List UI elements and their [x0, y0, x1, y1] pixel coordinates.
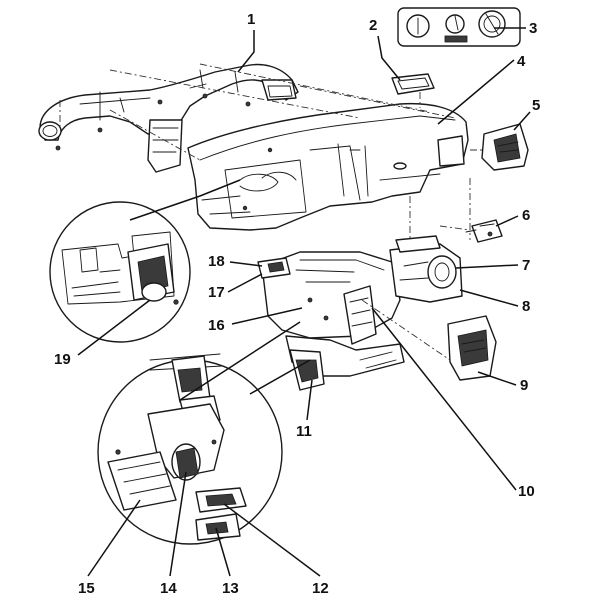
lower-vent-part — [447, 315, 497, 381]
callout-3: 3 — [529, 20, 537, 37]
bezel-part — [391, 73, 435, 95]
dashboard-panel-part — [187, 102, 469, 231]
callout-11: 11 — [296, 423, 312, 440]
callout-8: 8 — [522, 298, 530, 315]
callout-labels: 1 2 3 4 5 6 7 8 9 10 11 12 13 14 15 16 1… — [54, 11, 540, 597]
callout-19: 19 — [54, 351, 71, 368]
detail-circle-bottom — [97, 353, 283, 545]
air-duct-part — [38, 63, 299, 173]
callout-10: 10 — [518, 483, 535, 500]
callout-13: 13 — [222, 580, 239, 597]
callout-12: 12 — [312, 580, 329, 597]
leader-lines — [77, 27, 531, 577]
side-vent-part — [481, 123, 529, 171]
assembly-lines — [59, 63, 485, 361]
callout-7: 7 — [522, 257, 530, 274]
callout-2: 2 — [369, 17, 377, 34]
heater-housing-part — [257, 235, 463, 391]
callout-15: 15 — [78, 580, 95, 597]
actuator-part — [465, 219, 503, 243]
control-panel-part — [397, 7, 521, 47]
callout-9: 9 — [520, 377, 528, 394]
callout-17: 17 — [208, 284, 225, 301]
callout-4: 4 — [517, 53, 526, 70]
callout-14: 14 — [160, 580, 177, 597]
callout-5: 5 — [532, 97, 540, 114]
callout-16: 16 — [208, 317, 225, 334]
callout-18: 18 — [208, 253, 225, 270]
callout-1: 1 — [247, 11, 255, 28]
detail-circle-19 — [49, 201, 191, 343]
callout-6: 6 — [522, 207, 530, 224]
